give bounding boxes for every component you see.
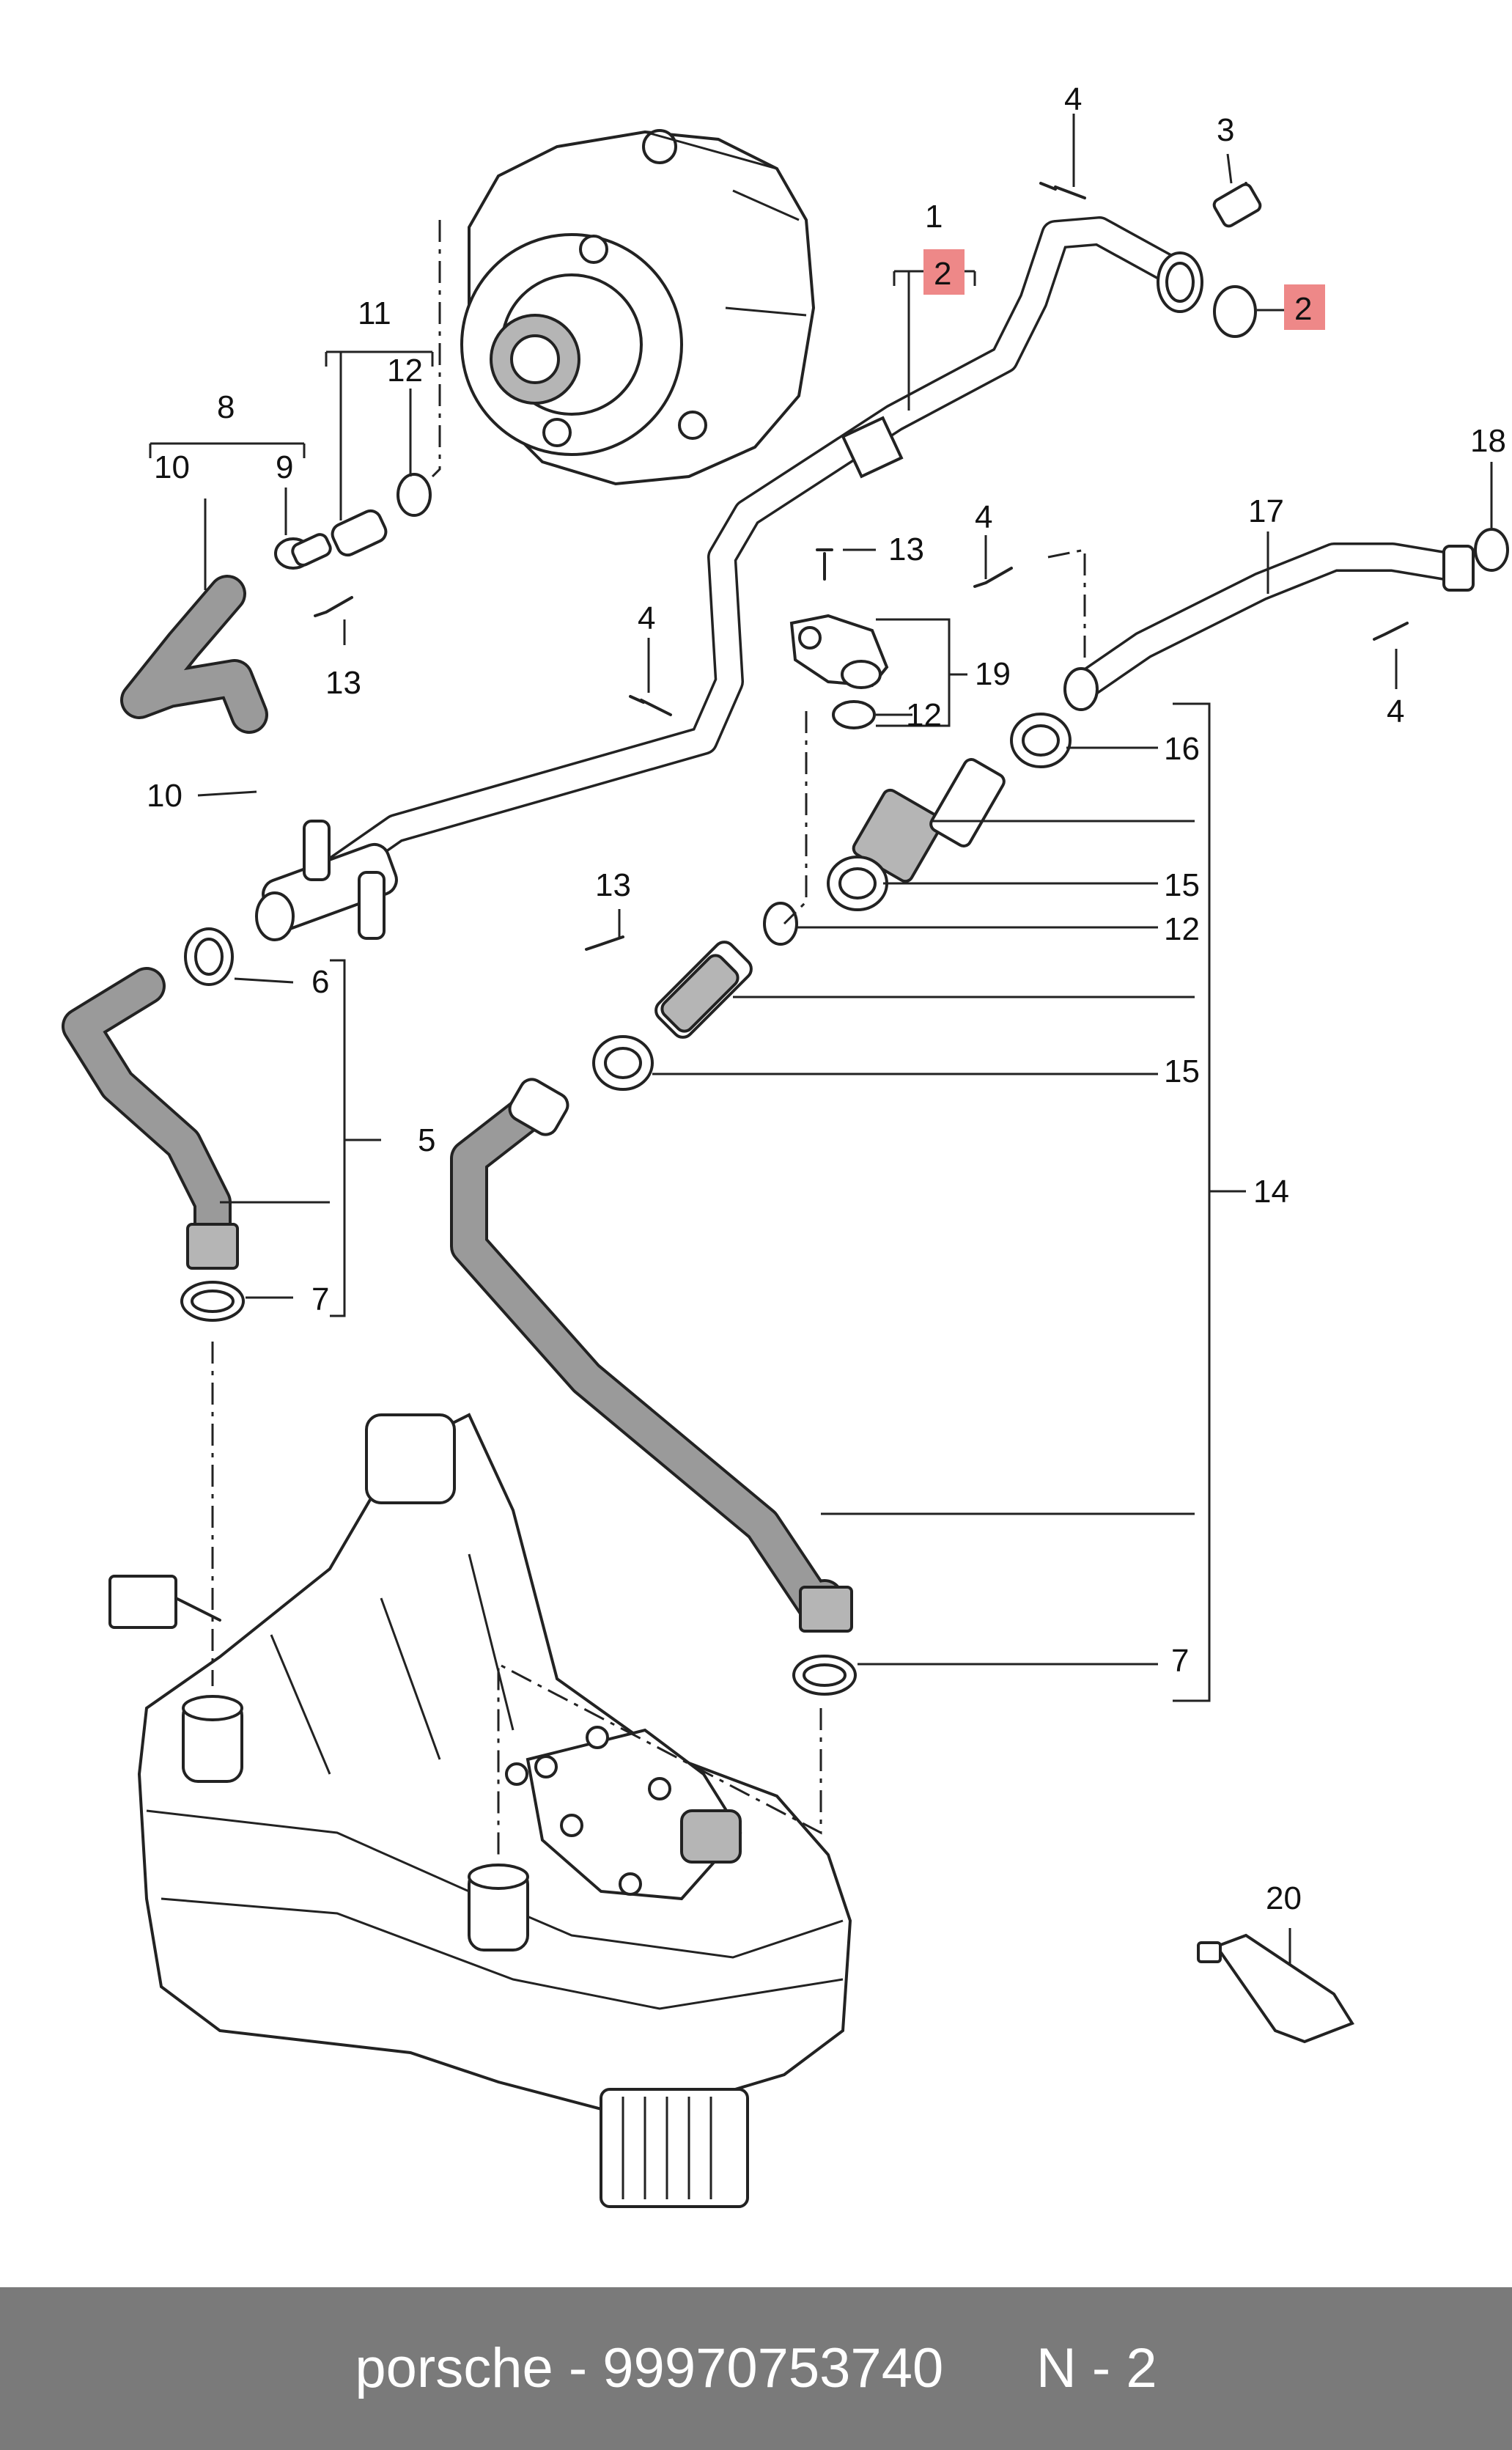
- label-10-lower: 10: [147, 778, 182, 814]
- label-17: 17: [1248, 493, 1284, 529]
- label-14: 14: [1253, 1174, 1289, 1210]
- label-8: 8: [217, 389, 235, 425]
- connector-stack: [654, 758, 1006, 1039]
- label-16: 16: [1164, 731, 1200, 767]
- label-11: 11: [358, 295, 391, 331]
- label-1: 1: [925, 199, 943, 235]
- label-5: 5: [418, 1122, 435, 1158]
- flange-19: [789, 614, 889, 689]
- oil-filter-housing: [108, 1413, 852, 2208]
- leader-lines: [149, 114, 1493, 1965]
- label-18: 18: [1470, 423, 1506, 459]
- label-4-top: 4: [1064, 81, 1082, 117]
- label-12-lower: 12: [1164, 911, 1200, 947]
- sensor-3: [1212, 183, 1262, 228]
- part-labels: 1 2 2 3 4 4 4 4 5 6 7 7 8 9 10 10 11 12 …: [147, 81, 1506, 1916]
- o-rings: [397, 285, 1509, 946]
- label-20: 20: [1266, 1880, 1302, 1916]
- hose-6: [62, 967, 239, 1270]
- fitting-11: [291, 509, 388, 567]
- label-2-right: 2: [1294, 291, 1312, 327]
- label-4-mid-left: 4: [638, 600, 655, 636]
- label-15-lower: 15: [1164, 1053, 1200, 1089]
- label-13-top: 13: [888, 531, 924, 567]
- paste-tube-20: [1197, 1933, 1354, 2044]
- parts-diagram: 1 2 2 3 4 4 4 4 5 6 7 7 8 9 10 10 11 12 …: [62, 81, 1509, 2208]
- label-3: 3: [1217, 112, 1234, 148]
- highlight-box-2-right: [1284, 284, 1325, 330]
- label-15-top: 15: [1164, 867, 1200, 903]
- alternator: [460, 129, 816, 486]
- bolts: [314, 182, 1409, 951]
- label-7-left: 7: [311, 1281, 329, 1317]
- label-10-top: 10: [154, 449, 190, 485]
- label-7-right: 7: [1171, 1643, 1189, 1679]
- label-2-top: 2: [934, 256, 951, 292]
- label-13-left: 13: [325, 665, 361, 701]
- pipe-tee: [255, 820, 398, 941]
- coolant-pipe-1: [260, 216, 1203, 927]
- footer-caption: porsche - 99970753740 N - 2: [355, 2337, 1157, 2399]
- clamps: [180, 537, 1072, 1696]
- hose-14: [450, 1078, 853, 1633]
- coolant-pipe-17: [1063, 542, 1475, 711]
- label-12-mid: 12: [906, 697, 942, 733]
- assembly-lines: [211, 220, 1086, 1855]
- highlight-box-2-top: [923, 249, 965, 295]
- label-12-top: 12: [387, 353, 423, 389]
- label-4-mid-right: 4: [975, 499, 992, 535]
- label-9: 9: [276, 449, 293, 485]
- label-19: 19: [975, 656, 1011, 692]
- label-4-right: 4: [1387, 694, 1404, 729]
- label-13-mid: 13: [595, 867, 631, 903]
- hose-10: [120, 575, 268, 734]
- footer-bar: porsche - 99970753740 N - 2: [0, 2287, 1512, 2450]
- label-6: 6: [311, 964, 329, 1000]
